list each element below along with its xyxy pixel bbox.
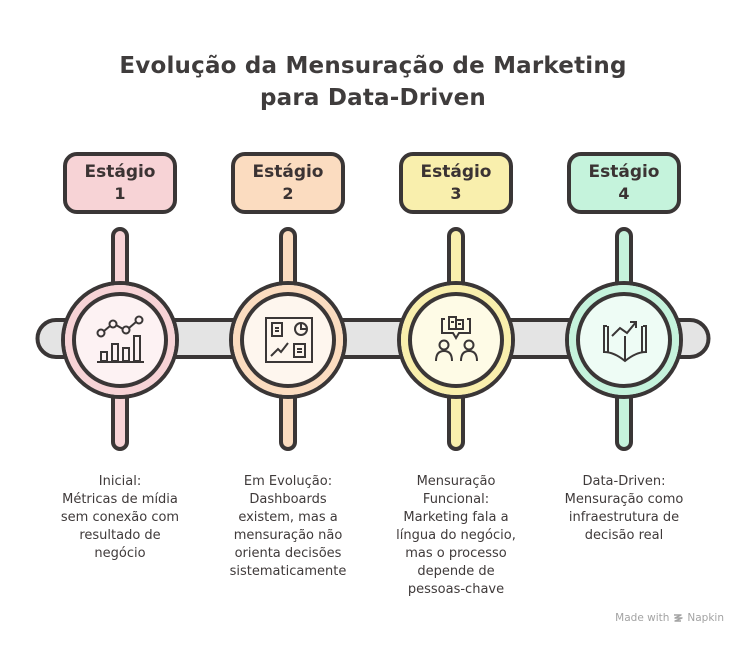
title-line-2: para Data-Driven: [259, 85, 486, 111]
stage-number: 3: [450, 184, 462, 203]
timeline-bar: [35, 318, 711, 359]
stage-node-4: [565, 227, 683, 451]
description-line: Inicial:: [98, 474, 142, 489]
description-line: Data-Driven:: [582, 474, 666, 489]
description-line: Funcional:: [422, 492, 490, 507]
description-line: língua do negócio,: [396, 528, 516, 543]
napkin-brand-label: Napkin: [687, 612, 724, 624]
description-line: sem conexão com: [60, 510, 180, 525]
description-line: pessoas-chave: [407, 582, 505, 597]
description-line: Mensuração: [416, 474, 496, 489]
description-line: mas o processo: [405, 546, 507, 561]
description-line: resultado de: [79, 528, 161, 543]
description-line: existem, mas a: [238, 510, 338, 525]
description-line: orienta decisões: [234, 546, 342, 561]
description-line: infraestrutura de: [568, 510, 680, 525]
napkin-logo-icon: [674, 613, 684, 622]
stage-node-2: [229, 227, 347, 451]
stage-node-3: [397, 227, 515, 451]
stage-box-3: Estágio 3: [399, 152, 513, 214]
stage-node-1: [61, 227, 179, 451]
stage-description-3: Mensuração Funcional: Marketing fala a l…: [376, 473, 536, 599]
title-line-1: Evolução da Mensuração de Marketing: [119, 53, 627, 79]
diagram-title: Evolução da Mensuração de Marketing para…: [0, 50, 746, 114]
stage-label: Estágio: [84, 162, 156, 182]
stage-number: 4: [618, 184, 630, 203]
chart-growth-icon: [96, 315, 144, 363]
stage-description-4: Data-Driven: Mensuração como infraestrut…: [544, 473, 704, 545]
description-line: mensuração não: [233, 528, 343, 543]
stage-box-4: Estágio 4: [567, 152, 681, 214]
book-growth-icon: [603, 321, 647, 363]
description-line: Dashboards: [249, 492, 327, 507]
stage-label: Estágio: [252, 162, 324, 182]
stage-number: 1: [114, 184, 126, 203]
description-line: Marketing fala a: [403, 510, 509, 525]
description-line: Métricas de mídia: [62, 492, 178, 507]
dashboard-icon: [265, 317, 313, 363]
description-line: sistematicamente: [229, 564, 347, 579]
stage-label: Estágio: [420, 162, 492, 182]
description-line: negócio: [94, 546, 146, 561]
stage-description-1: Inicial: Métricas de mídia sem conexão c…: [40, 473, 200, 563]
description-line: Mensuração como: [564, 492, 684, 507]
stage-label: Estágio: [588, 162, 660, 182]
stage-box-2: Estágio 2: [231, 152, 345, 214]
made-with-napkin-badge[interactable]: Made with Napkin: [615, 612, 724, 624]
stage-box-1: Estágio 1: [63, 152, 177, 214]
description-line: Em Evolução:: [243, 474, 333, 489]
people-discussion-icon: [435, 316, 478, 362]
description-line: decisão real: [584, 528, 664, 543]
made-with-label: Made with: [615, 612, 670, 624]
stage-number: 2: [282, 184, 294, 203]
stage-description-2: Em Evolução: Dashboards existem, mas a m…: [208, 473, 368, 581]
description-line: depende de: [417, 564, 495, 579]
